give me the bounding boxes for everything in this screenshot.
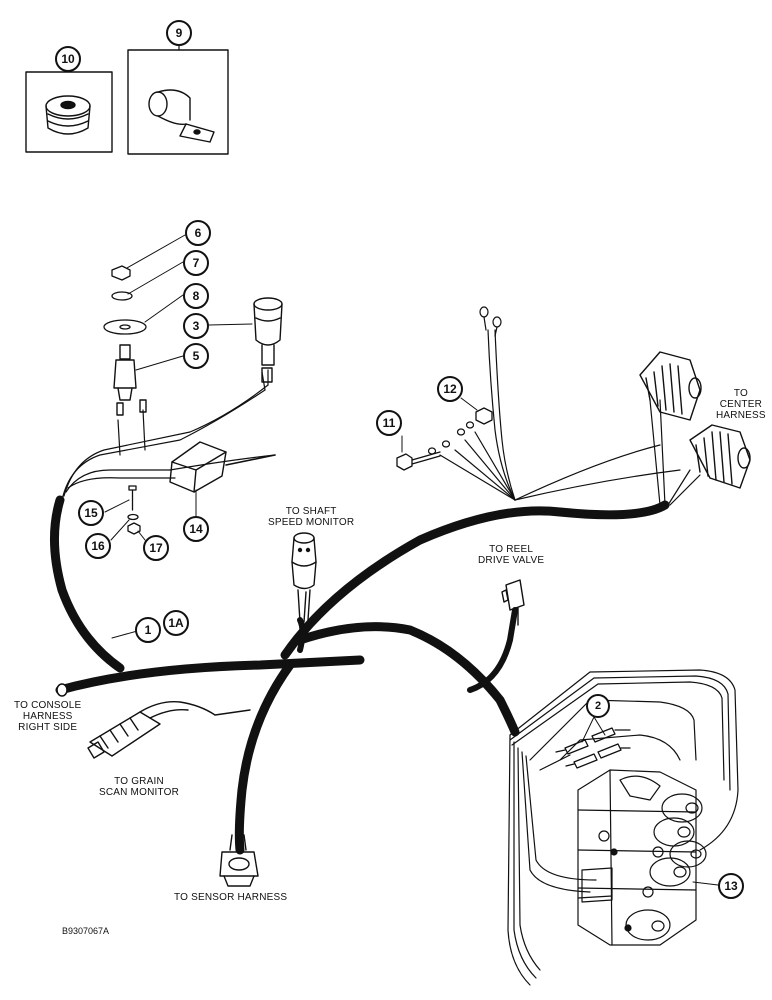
switch-5 (113, 344, 147, 416)
callout-7: 7 (183, 250, 209, 276)
nut-17 (127, 522, 141, 535)
label-center-harness: TO CENTER HARNESS (716, 388, 766, 421)
label-sensor-harness: TO SENSOR HARNESS (174, 892, 288, 903)
callout-8: 8 (183, 283, 209, 309)
label-shaft-speed-line2: SPEED MONITOR (268, 517, 355, 528)
callout-6: 6 (185, 220, 211, 246)
callout-10: 10 (55, 46, 81, 72)
center-connector-upper (639, 351, 702, 421)
callout-11: 11 (376, 410, 402, 436)
screw-15 (128, 485, 137, 511)
label-center-harness-line1: TO (733, 388, 748, 399)
label-reel-drive-line2: DRIVE VALVE (478, 555, 545, 566)
label-reel-drive: TO REEL DRIVE VALVE (478, 544, 544, 566)
label-shaft-speed: TO SHAFT SPEED MONITOR (268, 506, 354, 528)
terminal-wires (439, 329, 701, 506)
ring-terminals (427, 306, 502, 455)
washer-16 (127, 513, 139, 521)
reel-drive-connector (501, 579, 525, 626)
inset-box-9 (127, 49, 229, 155)
connector-3 (253, 297, 283, 383)
sensor-connector (219, 834, 259, 887)
main-harness (50, 495, 670, 855)
callout-13: 13 (718, 873, 744, 899)
shaft-speed-connector (291, 532, 317, 623)
washer-7 (111, 291, 133, 301)
module-14 (169, 441, 276, 493)
callout-5: 5 (183, 343, 209, 369)
callout-12: 12 (437, 376, 463, 402)
label-reel-drive-line1: TO REEL (489, 544, 534, 555)
callout-1a: 1A (163, 610, 189, 636)
upper-wires (61, 369, 276, 501)
label-console-harness-line2: HARNESS (22, 711, 73, 722)
label-console-harness-line1: TO CONSOLE (14, 700, 82, 711)
splice-connectors-2 (555, 727, 631, 769)
label-center-harness-line3: HARNESS (716, 410, 766, 421)
callout-1: 1 (135, 617, 161, 643)
grain-scan-connector (87, 701, 251, 759)
cable-clip-icon (148, 89, 215, 143)
nut-12 (475, 407, 493, 425)
label-center-harness-line2: CENTER (719, 399, 763, 410)
callout-14: 14 (183, 516, 209, 542)
callout-9: 9 (166, 20, 192, 46)
grommet-icon (45, 95, 91, 135)
callout-17: 17 (143, 535, 169, 561)
label-console-harness-line3: RIGHT SIDE (18, 722, 78, 733)
callout-3: 3 (183, 313, 209, 339)
valve-bank-13 (507, 669, 739, 986)
label-console-harness: TO CONSOLE HARNESS RIGHT SIDE (14, 700, 81, 733)
callout-15: 15 (78, 500, 104, 526)
washer-8 (103, 319, 147, 335)
figure-ref-code: B9307067A (62, 926, 110, 936)
label-grain-scan-line1: TO GRAIN (114, 776, 164, 787)
bolt-11 (396, 451, 441, 471)
nut-6 (111, 265, 131, 281)
leader-lines (104, 234, 719, 886)
center-connector-lower (689, 424, 751, 489)
callout-2: 2 (586, 694, 610, 718)
inset-box-10 (25, 71, 113, 153)
label-shaft-speed-line1: TO SHAFT (285, 506, 337, 517)
label-grain-scan-line2: SCAN MONITOR (99, 787, 179, 798)
callout-16: 16 (85, 533, 111, 559)
label-grain-scan: TO GRAIN SCAN MONITOR (99, 776, 179, 798)
